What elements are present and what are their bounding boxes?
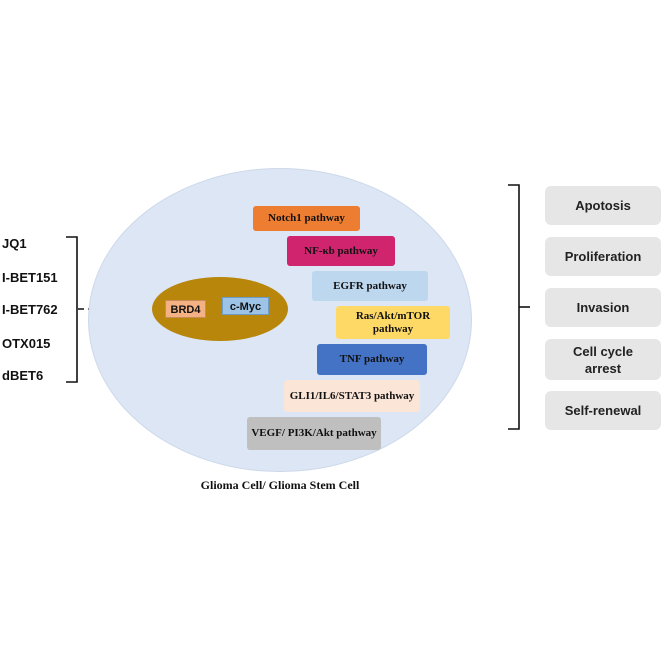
pathway-tnf: TNF pathway bbox=[317, 344, 427, 375]
cmyc-box: c-Myc bbox=[222, 297, 269, 315]
cell-caption: Glioma Cell/ Glioma Stem Cell bbox=[200, 478, 360, 492]
pathway-vegf-pi3k-akt: VEGF/ PI3K/Akt pathway bbox=[247, 417, 381, 450]
outcome-apoptosis: Apotosis bbox=[545, 186, 661, 225]
brd4-box: BRD4 bbox=[165, 300, 206, 318]
inhibitor-jq1: JQ1 bbox=[2, 236, 27, 251]
inhibitor-bracket bbox=[66, 236, 78, 383]
outcome-self-renewal: Self-renewal bbox=[545, 391, 661, 430]
pathway-gli1-il6-stat3: GLI1/IL6/STAT3 pathway bbox=[284, 380, 420, 412]
inhibitor-dbet6: dBET6 bbox=[2, 368, 44, 383]
outcome-proliferation: Proliferation bbox=[545, 237, 661, 276]
inhibitor-ibet762: I-BET762 bbox=[2, 302, 58, 317]
outcome-cell-cycle-arrest: Cell cycle arrest bbox=[545, 339, 661, 380]
outcome-bracket bbox=[508, 184, 520, 430]
pathway-egfr: EGFR pathway bbox=[312, 271, 428, 301]
outcome-invasion: Invasion bbox=[545, 288, 661, 327]
pathway-nfkb: NF-κb pathway bbox=[287, 236, 395, 266]
pathway-ras-akt-mtor: Ras/Akt/mTOR pathway bbox=[336, 306, 450, 339]
inhibitor-ibet151: I-BET151 bbox=[2, 270, 58, 285]
pathway-notch1: Notch1 pathway bbox=[253, 206, 360, 231]
inhibitor-otx015: OTX015 bbox=[2, 336, 51, 351]
